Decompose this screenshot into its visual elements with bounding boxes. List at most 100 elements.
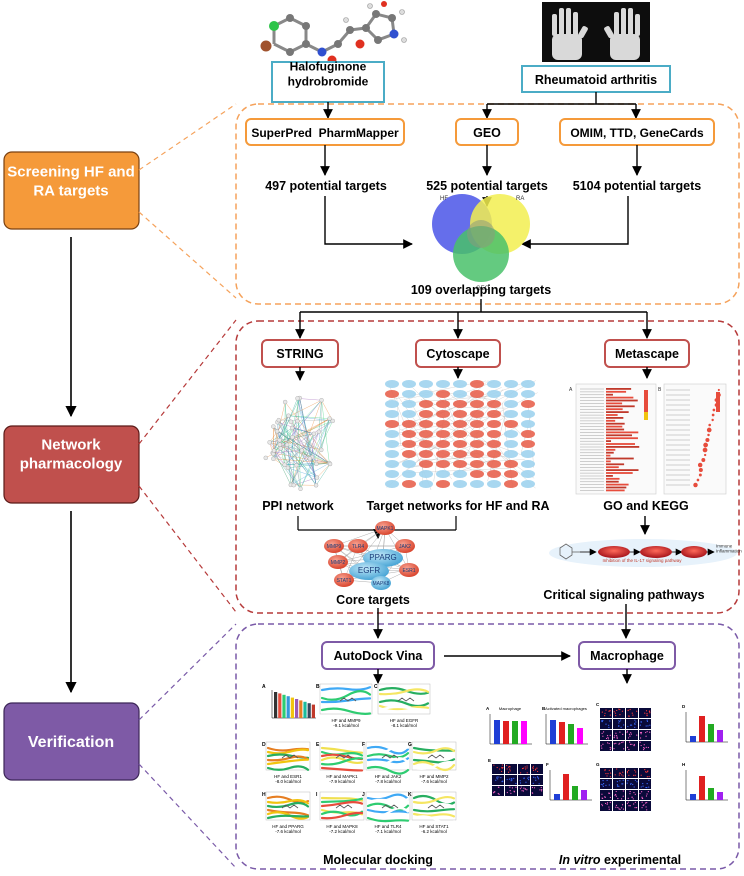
core-node-mmp2: MMP2 (328, 555, 348, 569)
disease-input-box: Rheumatoid arthritis (521, 65, 671, 93)
venn-label-geo: GEO (476, 286, 490, 292)
docking-panel-caption: HF and MMP9 (331, 718, 361, 723)
docking-panel-energy: -7.6 kcal/mol (275, 829, 301, 834)
venn-label-hf: HF (440, 196, 448, 202)
exp-chart-title: Activated macrophages (545, 706, 587, 711)
exp-fluorescence-grid-g: G (596, 762, 651, 811)
tool-metascape-label: Metascape (615, 347, 679, 361)
tool-string-box: STRING (261, 339, 339, 368)
svg-text:E: E (488, 758, 491, 763)
core-node-label: JAK2 (399, 544, 411, 550)
docking-panel-energy: -8.0 kcal/mol (275, 779, 301, 784)
experimental-label-italic: In vitro (559, 853, 601, 867)
tool-metascape-box: Metascape (604, 339, 690, 368)
core-node-mapk8: MAPK8 (371, 576, 391, 590)
docking-panel-letter: G (408, 742, 412, 748)
docking-panel-caption: HF and TLR4 (375, 824, 402, 829)
target-network-graphic (385, 380, 538, 490)
core-node-mmp9: MMP9 (324, 539, 344, 553)
core-node-label: TLR4 (352, 544, 364, 550)
svg-text:A: A (569, 387, 573, 393)
db-drug-label: SuperPred PharmMapper (251, 126, 399, 140)
core-node-esr1: ESR1 (399, 563, 419, 577)
docking-panel-caption: HF and MMP2 (419, 774, 449, 779)
docking-panel-letter: A (262, 684, 266, 690)
experimental-label-rest: experimental (601, 853, 682, 867)
svg-text:D: D (682, 704, 686, 709)
docking-panel-caption: HF and MAPK8 (326, 824, 358, 829)
exp-fluorescence-grid-c: C (596, 702, 651, 751)
venn-diagram: HF RA GEO (432, 194, 530, 292)
docking-panel-g: G HF and MMP2-7.6 kcal/mol (408, 741, 457, 784)
result-target-networks: Target networks for HF and RA (366, 499, 549, 513)
core-node-label: MMP2 (331, 560, 346, 566)
core-node-stat1: STAT1 (334, 573, 354, 587)
exp-fluorescence-grid-e: E (488, 758, 543, 796)
core-node-egfr: EGFR (349, 562, 389, 580)
tool-macrophage-box: Macrophage (578, 641, 676, 670)
docking-panel-k: K HF and STAT1-6.2 kcal/mol (408, 791, 457, 834)
section-screening-border (235, 103, 740, 305)
docking-panel-d: DHF and ESR1-8.0 kcal/mol (262, 741, 311, 784)
section-network-border (235, 320, 740, 614)
docking-panel-energy: -7.6 kcal/mol (421, 779, 447, 784)
docking-panel-energy: -6.2 kcal/mol (421, 829, 447, 834)
svg-text:B: B (542, 706, 546, 711)
overlap-label: 109 overlapping targets (411, 283, 551, 297)
docking-panel-letter: B (316, 684, 320, 690)
result-ppi: PPI network (262, 499, 334, 513)
docking-panel-caption: HF and STAT1 (419, 824, 449, 829)
exp-chart-title: Macrophage (499, 706, 522, 711)
docking-panel-letter: E (316, 742, 320, 748)
docking-panel-letter: I (316, 792, 318, 798)
experimental-label: In vitro experimental (559, 853, 681, 867)
docking-panel-e: E HF and MAPK1-7.9 kcal/mol (316, 741, 365, 784)
db-disease-box: OMIM, TTD, GeneCards (559, 118, 715, 146)
core-node-mapk1: MAPK1 (375, 521, 395, 535)
docking-panel-caption: HF and ESR1 (274, 774, 302, 779)
svg-text:C: C (596, 702, 600, 707)
docking-panel-energy: -9.1 kcal/mol (333, 723, 359, 728)
exp-bar-chart-d: D (682, 704, 728, 743)
rheumatoid-hands-xray-image (542, 2, 650, 62)
db-geo-label: GEO (473, 126, 501, 140)
docking-panel-j: JHF and TLR4-7.1 kcal/mol (362, 791, 411, 834)
core-node-label: ESR1 (402, 568, 415, 574)
core-targets-label: Core targets (336, 593, 410, 607)
docking-panel-caption: HF and MAPK1 (326, 774, 358, 779)
docking-panel-energy: -7.9 kcal/mol (329, 779, 355, 784)
db-geo-box: GEO (455, 118, 519, 146)
docking-label: Molecular docking (323, 853, 433, 867)
docking-panel-h: HHF and PPARG-7.6 kcal/mol (262, 791, 311, 834)
svg-text:G: G (596, 762, 600, 767)
tool-cytoscape-box: Cytoscape (415, 339, 501, 368)
tool-string-label: STRING (276, 347, 323, 361)
tool-autodock-box: AutoDock Vina (321, 641, 435, 670)
go-kegg-graphic: A B (569, 383, 727, 495)
docking-panel-caption: HF and JAK2 (375, 774, 402, 779)
section-verification-border (235, 623, 740, 870)
docking-panel-letter: C (374, 684, 378, 690)
pathway-label: Critical signaling pathways (543, 588, 704, 602)
svg-text:H: H (682, 762, 685, 767)
docking-panel-energy: -7.8 kcal/mol (375, 779, 401, 784)
core-node-label: MMP9 (327, 544, 342, 550)
svg-text:B: B (658, 387, 662, 393)
docking-panel-letter: K (408, 792, 412, 798)
docking-panel-letter: F (362, 742, 365, 748)
docking-panel-f: F HF and JAK2-7.8 kcal/mol (362, 741, 411, 784)
core-node-label: EGFR (358, 566, 380, 575)
svg-text:F: F (546, 762, 549, 767)
db-disease-label: OMIM, TTD, GeneCards (570, 126, 704, 140)
